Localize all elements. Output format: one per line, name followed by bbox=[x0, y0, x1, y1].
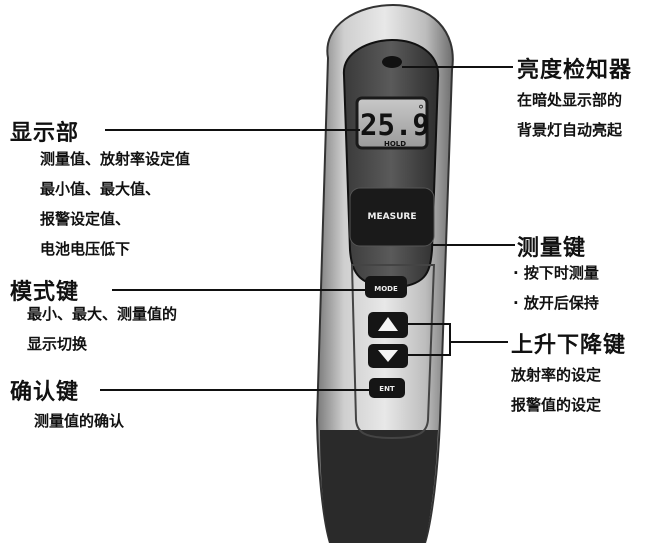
brightness-desc-line: 背景灯自动亮起 bbox=[517, 121, 623, 139]
brightness-desc-line: 在暗处显示部的 bbox=[517, 91, 623, 109]
lcd-degree: ° bbox=[418, 103, 424, 117]
control-strip bbox=[350, 264, 436, 440]
mode-key-title: 模式键 bbox=[10, 280, 80, 305]
measure-key-desc-line: · 放开后保持 bbox=[513, 294, 599, 312]
display-callout: 显示部 bbox=[10, 115, 79, 147]
callout-lines bbox=[100, 66, 515, 391]
display-desc-line: 报警设定值、 bbox=[40, 210, 131, 228]
brightness-callout: 亮度检知器 bbox=[517, 52, 632, 84]
up-arrow-icon bbox=[378, 317, 398, 331]
grip bbox=[320, 430, 438, 543]
enter-button-label: ENT bbox=[379, 385, 395, 393]
updown-keys-title: 上升下降键 bbox=[511, 333, 627, 358]
updown-bracket bbox=[408, 323, 451, 356]
lcd-window bbox=[355, 96, 429, 150]
mode-key-callout: 模式键 bbox=[10, 274, 79, 306]
mode-key-desc-line: 最小、最大、测量值的 bbox=[27, 305, 178, 323]
mode-button[interactable] bbox=[365, 276, 407, 298]
updown-keys-description: 放射率的设定 报警值的设定 bbox=[511, 360, 601, 420]
confirm-key-title: 确认键 bbox=[10, 380, 80, 405]
confirm-key-callout: 确认键 bbox=[10, 374, 79, 406]
measure-button[interactable] bbox=[349, 187, 435, 247]
measure-button-label: MEASURE bbox=[368, 212, 417, 222]
measure-key-desc-line: · 按下时测量 bbox=[513, 264, 599, 282]
brightness-description: 在暗处显示部的 背景灯自动亮起 bbox=[517, 85, 622, 145]
measure-key-description: · 按下时测量 · 放开后保持 bbox=[513, 258, 599, 318]
updown-keys-desc-line: 放射率的设定 bbox=[511, 366, 602, 384]
brightness-sensor bbox=[382, 56, 402, 68]
confirm-key-description: 测量值的确认 bbox=[34, 406, 124, 436]
display-title: 显示部 bbox=[10, 121, 80, 146]
updown-keys-callout: 上升下降键 bbox=[511, 327, 626, 359]
front-panel bbox=[342, 38, 440, 290]
updown-keys-desc-line: 报警值的设定 bbox=[511, 396, 602, 414]
brightness-title: 亮度检知器 bbox=[517, 58, 633, 83]
display-desc-line: 电池电压低下 bbox=[40, 240, 131, 258]
confirm-key-desc-line: 测量值的确认 bbox=[34, 412, 125, 430]
mode-key-desc-line: 显示切换 bbox=[27, 335, 88, 353]
lcd-reading: 25.9 bbox=[360, 108, 430, 142]
mode-key-description: 最小、最大、测量值的 显示切换 bbox=[27, 299, 177, 359]
enter-button[interactable] bbox=[369, 378, 405, 398]
mode-button-label: MODE bbox=[374, 285, 398, 293]
measure-key-title: 测量键 bbox=[517, 236, 587, 261]
display-description: 测量值、放射率设定值 最小值、最大值、 报警设定值、 电池电压低下 bbox=[40, 144, 190, 264]
measure-key-callout: 测量键 bbox=[517, 230, 586, 262]
display-desc-line: 最小值、最大值、 bbox=[40, 180, 161, 198]
down-arrow-icon bbox=[378, 350, 398, 362]
lcd-hold: HOLD bbox=[384, 140, 406, 148]
display-desc-line: 测量值、放射率设定值 bbox=[40, 150, 191, 168]
